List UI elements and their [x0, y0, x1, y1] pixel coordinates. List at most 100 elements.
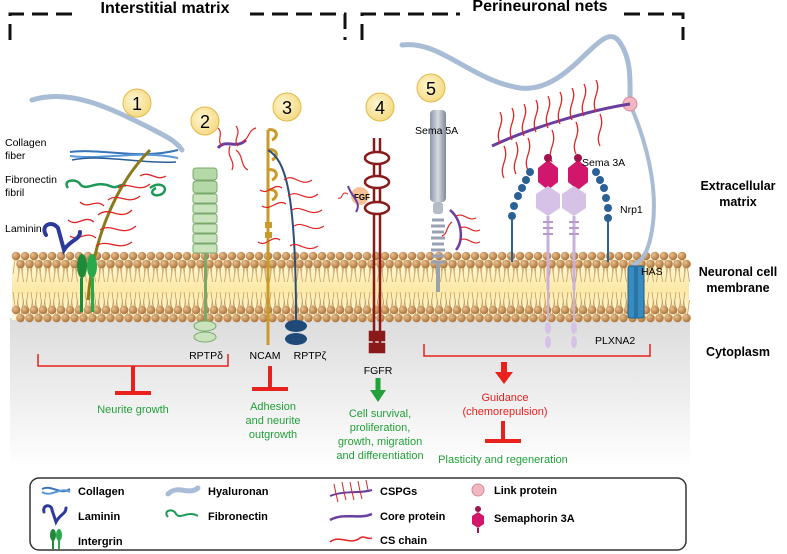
lipid-tail — [665, 267, 672, 283]
lipid-tail — [480, 291, 488, 307]
lipid-tail — [399, 291, 407, 307]
legend-core-protein: Core protein — [380, 511, 446, 523]
number-1: 1 — [132, 94, 142, 114]
lipid-head — [443, 305, 453, 315]
lipid-head — [412, 313, 421, 323]
lipid-tail — [534, 291, 542, 307]
label-sema3a: Sema 3A — [582, 157, 625, 169]
lipid-tail — [219, 291, 227, 307]
lipid-tail — [408, 291, 416, 307]
lipid-head — [655, 313, 664, 323]
lipid-head — [466, 259, 475, 269]
lipid-head — [29, 251, 39, 261]
lipid-tail — [516, 291, 524, 307]
lipid-head — [583, 259, 592, 269]
lipid-head — [673, 313, 682, 323]
lipid-tail — [210, 291, 218, 307]
lipid-tail — [336, 291, 344, 307]
label-ecm-2: matrix — [719, 195, 757, 209]
outcome-neurite-growth: Neurite growth — [37, 354, 229, 416]
lipid-head — [502, 259, 511, 269]
lipid-head — [65, 251, 75, 261]
lipid-tail — [269, 267, 276, 283]
lipid-tail — [305, 267, 312, 283]
lipid-head — [335, 305, 345, 315]
legend-semaphorin: Semaphorin 3A — [494, 513, 575, 525]
lipid-head — [160, 313, 169, 323]
lipid-head — [97, 313, 106, 323]
outcome-guidance: Guidance (chemorepulsion) Plasticity and… — [423, 344, 651, 466]
lipid-tail — [296, 267, 303, 283]
legend-laminin: Laminin — [78, 511, 120, 523]
lipid-head — [133, 259, 142, 269]
lipid-head — [515, 305, 525, 315]
lipid-head — [205, 259, 214, 269]
hyaluronan-strand-2 — [628, 102, 656, 266]
lipid-head — [187, 259, 196, 269]
lipid-head — [29, 305, 39, 315]
lipid-head — [173, 251, 183, 261]
lipid-tail — [467, 267, 474, 283]
lipid-tail — [647, 267, 654, 283]
lipid-head — [281, 305, 291, 315]
lipid-head — [556, 259, 565, 269]
core-protein-1 — [86, 148, 152, 301]
cs-chains-1 — [67, 173, 167, 247]
lipid-head — [137, 251, 147, 261]
lipid-head — [277, 313, 286, 323]
cspgs-icon — [329, 479, 373, 503]
lipid-head — [578, 251, 588, 261]
lipid-tail — [66, 291, 74, 307]
lipid-tail — [579, 291, 587, 307]
lipid-head — [34, 313, 43, 323]
lipid-head — [142, 313, 151, 323]
lipid-head — [497, 305, 507, 315]
legend-fibronectin: Fibronectin — [208, 511, 268, 523]
lipid-head — [421, 259, 430, 269]
lipid-tail — [521, 267, 528, 283]
lipid-tail — [512, 267, 519, 283]
label-membrane-2: membrane — [706, 281, 769, 295]
lipid-tail — [611, 267, 618, 283]
lipid-tail — [435, 291, 443, 307]
lipid-tail — [93, 291, 101, 307]
lipid-head — [128, 251, 138, 261]
lipid-head — [605, 305, 615, 315]
lipid-head — [196, 259, 205, 269]
label-nrp1: Nrp1 — [620, 204, 643, 216]
lipid-tail — [678, 291, 686, 307]
lipid-head — [322, 313, 331, 323]
lipid-head — [223, 259, 232, 269]
lipid-head — [182, 251, 192, 261]
lipid-head — [619, 313, 628, 323]
lipid-tail — [44, 267, 51, 283]
lipid-head — [155, 305, 165, 315]
section-2: 2 RPTPδ — [189, 106, 257, 362]
lipid-head — [565, 259, 574, 269]
lipid-tail — [485, 267, 492, 283]
lipid-tail — [327, 291, 335, 307]
lipid-tail — [233, 267, 240, 283]
lipid-head — [394, 313, 403, 323]
lipid-head — [232, 259, 241, 269]
lipid-tail — [363, 291, 371, 307]
lipid-head — [79, 313, 88, 323]
lipid-tail — [395, 267, 402, 283]
core-protein-icon — [329, 512, 373, 522]
link-protein-icon — [471, 483, 485, 497]
lipid-tail — [620, 267, 627, 283]
lipid-tail — [588, 291, 596, 307]
lipid-head — [115, 259, 124, 269]
lipid-head — [448, 259, 457, 269]
lipid-head — [25, 259, 34, 269]
lipid-head — [101, 305, 111, 315]
lipid-head — [209, 305, 219, 315]
lipid-head — [146, 251, 156, 261]
header-perineuronal: Perineuronal nets — [472, 0, 607, 15]
lipid-tail — [552, 291, 560, 307]
lipid-head — [20, 305, 30, 315]
lipid-tail — [453, 291, 461, 307]
lipid-head — [506, 305, 516, 315]
lipid-head — [241, 259, 250, 269]
lipid-head — [434, 305, 444, 315]
